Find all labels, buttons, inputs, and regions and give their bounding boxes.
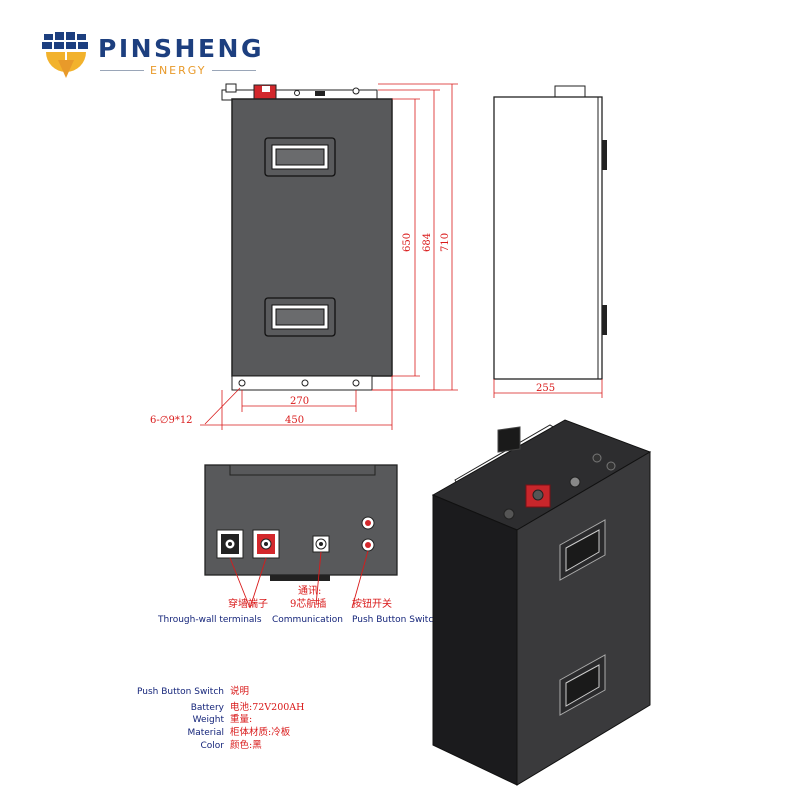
upper-handle	[264, 137, 336, 177]
specs-list: Push Button Switch 说明 Battery 电池:72V200A…	[137, 685, 304, 751]
front-dimension-lines	[200, 83, 458, 430]
spec-key: Battery	[191, 703, 225, 713]
comm-label-en: Communication	[272, 615, 343, 625]
brand-divider-left	[100, 70, 144, 71]
spec-key: Color	[201, 741, 225, 751]
dimension-684: 684	[422, 233, 433, 252]
spec-value: 重量:	[230, 713, 252, 725]
switch-label-en: Push Button Switch	[352, 615, 439, 625]
sun-panel-icon	[42, 32, 88, 78]
dimension-holes: 6-∅9*12	[150, 415, 193, 426]
dimension-650: 650	[402, 233, 413, 252]
front-view	[221, 83, 393, 391]
dimension-255: 255	[536, 383, 555, 394]
spec-value: 颜色:黑	[230, 739, 262, 751]
iso-upper-handle	[559, 519, 606, 581]
side-dimension-lines	[493, 379, 603, 398]
terminal-label-cn: 穿墙端子	[228, 597, 268, 610]
lower-handle	[264, 297, 336, 337]
side-view	[493, 85, 607, 380]
spec-key: Weight	[193, 715, 225, 725]
comm-label-cn-1: 通讯:	[298, 585, 321, 597]
switch-label-cn: 按钮开关	[352, 597, 392, 610]
panel-view	[204, 464, 398, 581]
brand-name: PINSHENG	[98, 34, 264, 63]
comm-label-cn-2: 9芯航插	[290, 597, 326, 610]
brand-subtitle: ENERGY	[150, 64, 207, 77]
dimension-270: 270	[290, 396, 309, 407]
iso-lower-handle	[559, 654, 606, 716]
spec-key: Material	[187, 728, 224, 738]
isometric-view	[431, 419, 652, 786]
callout-lines	[229, 550, 369, 609]
spec-value: 电池:72V200AH	[230, 701, 304, 713]
spec-key: Push Button Switch	[137, 687, 224, 697]
spec-value: 说明	[230, 685, 249, 697]
dimension-710: 710	[440, 233, 451, 252]
spec-value: 柜体材质:冷板	[230, 726, 291, 738]
dimension-450: 450	[285, 415, 304, 426]
brand-logo	[36, 30, 266, 82]
terminal-label-en: Through-wall terminals	[157, 615, 262, 625]
brand-divider-right	[212, 70, 256, 71]
